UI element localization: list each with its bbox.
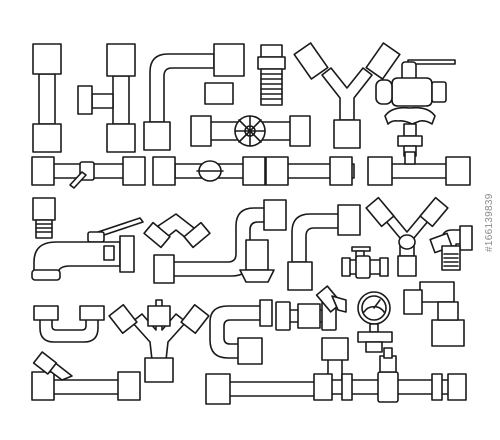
wye-junction-pipe-icon [31, 351, 141, 401]
u-trap-pipe-icon [209, 299, 273, 365]
straight-pipe-icon [32, 43, 62, 153]
multi-branch-manifold-icon [108, 299, 210, 383]
elbow-45-icon [143, 213, 211, 249]
wheel-valve-icon [190, 115, 311, 147]
long-offset-pipe-icon [287, 204, 361, 291]
faucet-icon [31, 217, 144, 281]
reducer-icon [403, 281, 465, 347]
angled-pipe-section-icon [315, 285, 347, 313]
ball-valve-icon [375, 59, 456, 107]
pressure-gauge-icon [357, 291, 393, 353]
ball-valve-small-icon [341, 246, 389, 279]
tee-pipe-icon [77, 43, 136, 153]
small-coupling-icon [204, 82, 234, 105]
butterfly-valve-pipe-icon [152, 156, 266, 186]
y-pipe-icon [293, 42, 401, 149]
gate-valve-icon [384, 106, 436, 157]
threaded-nipple-icon [257, 44, 286, 106]
union-coupling-icon [275, 301, 337, 331]
elbow-pipe-icon [143, 43, 245, 151]
inline-coupling-pipe-icon [265, 156, 355, 186]
lever-valve-pipe-icon [31, 156, 146, 189]
valve-manifold-icon [313, 347, 467, 403]
offset-pipe-icon [239, 239, 275, 283]
threaded-elbow-icon [429, 225, 473, 271]
tee-junction-pipe-icon [367, 151, 471, 186]
y-valve-icon [365, 196, 449, 277]
threaded-adapter-icon [32, 197, 56, 239]
u-bend-pipe-icon [33, 305, 105, 343]
